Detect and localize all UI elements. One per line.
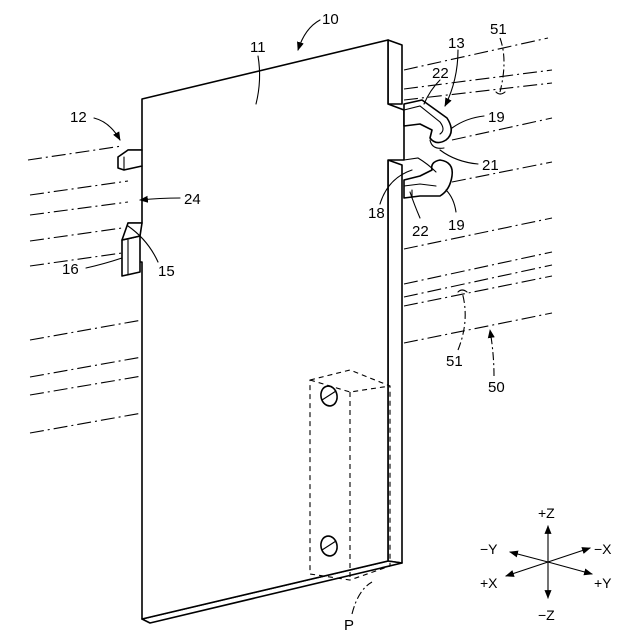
label-50: 50 [488,379,505,396]
left-claw-16 [122,223,142,276]
right-hook-lower [404,160,452,198]
right-hook-upper [404,100,451,148]
label-19-top: 19 [488,109,505,126]
label-13: 13 [448,35,465,52]
plate-front-face [128,40,404,619]
label-22-bottom: 22 [412,223,429,240]
label-51-top: 51 [490,21,507,38]
axis-minus-z: −Z [538,607,555,623]
label-18: 18 [368,205,385,222]
left-rail-lines [28,146,142,433]
label-16: 16 [62,261,79,278]
label-51-bottom: 51 [446,353,463,370]
label-10: 10 [322,11,339,28]
axis-minus-x: −X [594,541,612,557]
label-12: 12 [70,109,87,126]
axis-plus-z: +Z [538,505,555,521]
label-22-top: 22 [432,65,449,82]
label-P: P [344,617,354,634]
axis-minus-y: −Y [480,541,498,557]
plate-11 [128,40,404,623]
label-11: 11 [250,39,266,56]
axis-plus-x: +X [480,575,498,591]
plate-side-face [388,40,402,104]
left-hook-12 [118,150,142,170]
label-15: 15 [158,263,175,280]
label-21: 21 [482,157,499,174]
axis-plus-y: +Y [594,575,612,591]
coordinate-axes: +Z −Z −Y −X +X +Y [480,505,612,623]
label-19-bottom: 19 [448,217,465,234]
label-24: 24 [184,191,201,208]
